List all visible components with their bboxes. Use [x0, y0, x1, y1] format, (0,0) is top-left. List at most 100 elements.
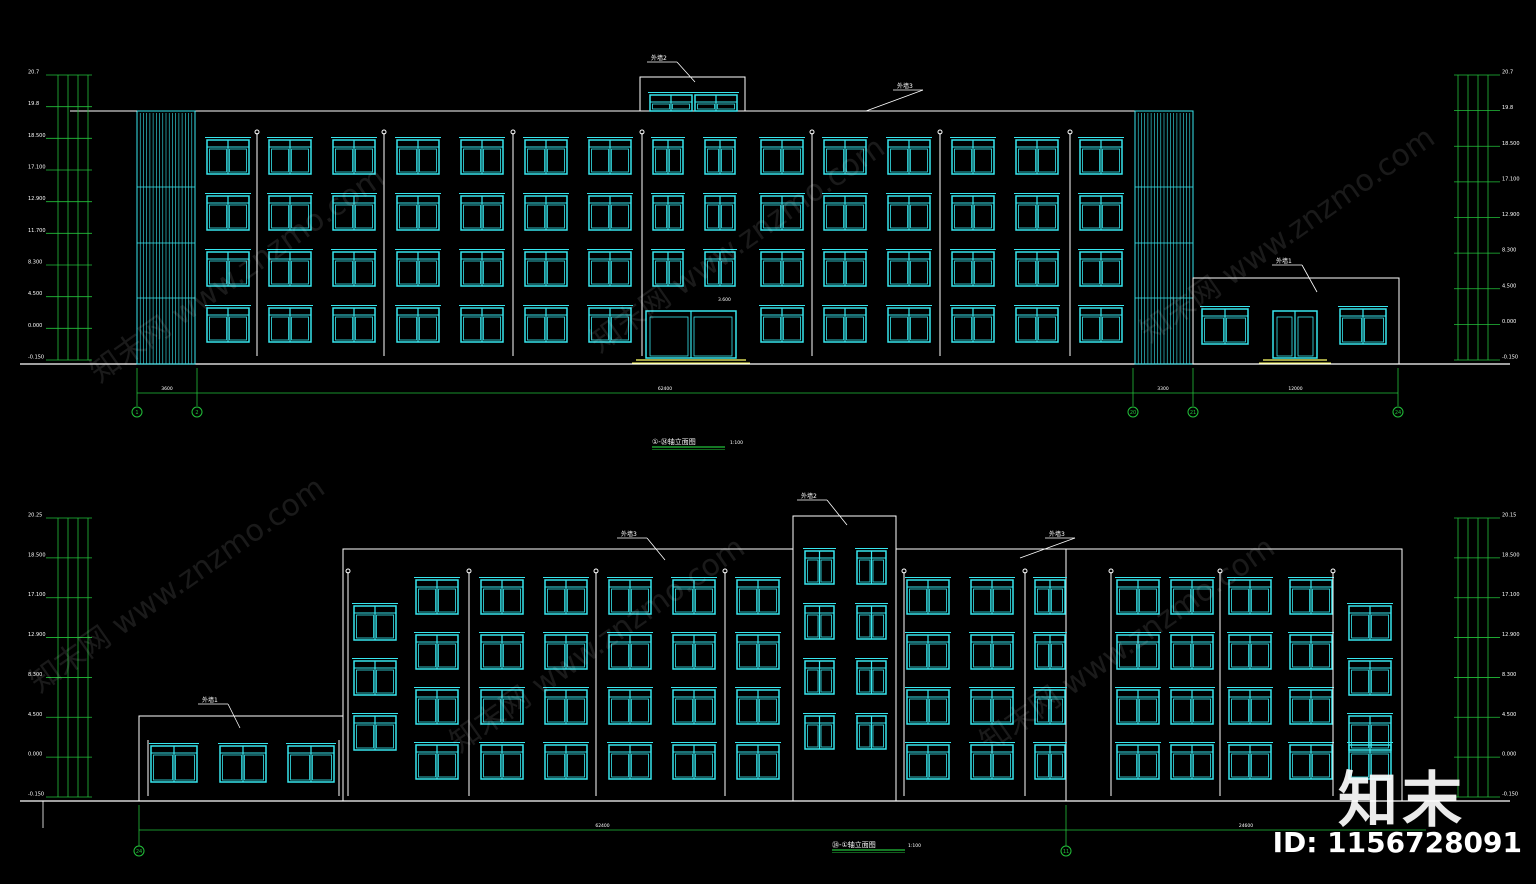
- window-sash-right: [1051, 753, 1063, 778]
- window-sash-right: [567, 698, 585, 723]
- window-sash-left: [399, 204, 417, 229]
- window-sash-left: [335, 204, 353, 229]
- window-sash-left: [1351, 724, 1369, 749]
- facade-window-r2c2: [331, 249, 377, 287]
- window-sash-right: [1139, 643, 1157, 668]
- window-sash-right: [1251, 588, 1269, 613]
- window-sash-right: [631, 643, 649, 668]
- end-window-1: [352, 658, 398, 696]
- window-sash-left: [611, 753, 629, 778]
- window-sash-left: [954, 260, 972, 285]
- window-sash-right: [291, 316, 309, 341]
- window-sash-left: [1292, 753, 1310, 778]
- facade-window-r2c13: [1014, 249, 1060, 287]
- title-scale: 1:100: [730, 440, 743, 446]
- window-sash-right: [1371, 614, 1389, 639]
- facade-window-r3c3: [395, 305, 441, 343]
- facade-window-r1c4: [459, 193, 505, 231]
- elevation-level: 12.900: [1502, 212, 1520, 218]
- elevation-level: 20.25: [28, 513, 42, 519]
- axis-label: 20: [1130, 410, 1136, 416]
- canopy-level: 3.600: [718, 297, 731, 303]
- window-sash-right: [438, 698, 456, 723]
- left-wing-window-r2c2: [543, 687, 589, 725]
- window-sash-left: [356, 724, 374, 749]
- left-wing-window-r1c3: [607, 632, 653, 670]
- facade-window-r3c6: [587, 305, 633, 343]
- note-leader: [1019, 537, 1076, 559]
- window-sash-right: [1193, 698, 1211, 723]
- facade-window-r2c12: [950, 249, 996, 287]
- window-sash-left: [335, 148, 353, 173]
- facade-window-r2c6: [587, 249, 633, 287]
- axis-circle: [131, 406, 143, 418]
- window-sash-left: [1119, 588, 1137, 613]
- window-sash-right: [929, 588, 947, 613]
- window-sash-right: [291, 260, 309, 285]
- facade-window-r3c4: [459, 305, 505, 343]
- downpipe-head: [1330, 568, 1336, 574]
- axis-circle: [1060, 845, 1072, 857]
- downpipe-head: [381, 129, 387, 135]
- window-sash-right: [1038, 260, 1056, 285]
- window-sash-right: [721, 260, 733, 285]
- window-sash-right: [611, 316, 629, 341]
- right-wing-window-r0c1: [969, 577, 1015, 615]
- window-sash-right: [974, 148, 992, 173]
- window-sash-left: [547, 698, 565, 723]
- tower-window-r3-a: [803, 713, 836, 750]
- window-sash-right: [1251, 753, 1269, 778]
- annex-window: [1200, 306, 1250, 345]
- door-leaf-left: [1276, 316, 1293, 357]
- facade-window-r0c8: [703, 137, 737, 175]
- facade-window-r3c14: [1078, 305, 1124, 343]
- window-sash-right: [483, 260, 501, 285]
- window-sash-right: [1051, 588, 1063, 613]
- elevation-level: 20.15: [1502, 513, 1516, 519]
- window-sash-left: [1173, 753, 1191, 778]
- window-sash-left: [271, 148, 289, 173]
- window-sash-right: [312, 754, 332, 781]
- elevation-level: 17.100: [28, 592, 46, 598]
- window-sash-right: [695, 643, 713, 668]
- window-sash-right: [846, 204, 864, 229]
- window-sash-left: [153, 754, 173, 781]
- window-sash-left: [399, 148, 417, 173]
- right-wing-window-r0c5: [1227, 577, 1273, 615]
- window-sash-right: [229, 204, 247, 229]
- window-sash-left: [271, 316, 289, 341]
- axis-bubble-20: 20: [1127, 406, 1139, 418]
- right-wing-window-r3c1: [969, 742, 1015, 780]
- window-sash-left: [890, 260, 908, 285]
- left-wing-window-r0c2: [543, 577, 589, 615]
- window-sash-left: [973, 698, 991, 723]
- elevation-level: -0.150: [28, 792, 44, 798]
- window-sash-right: [547, 316, 565, 341]
- span-dimension: 62400: [595, 823, 609, 829]
- span-dimension: 3300: [1157, 386, 1169, 392]
- window-sash-right: [483, 148, 501, 173]
- window-sash-right: [611, 260, 629, 285]
- door-leaf-right: [1297, 316, 1314, 357]
- elevation-level: -0.150: [28, 355, 44, 361]
- downpipe-head: [466, 568, 472, 574]
- axis-bubble-1: 1: [131, 406, 143, 418]
- downpipe-head: [901, 568, 907, 574]
- window-sash-left: [739, 753, 757, 778]
- window-sash-left: [763, 148, 781, 173]
- facade-window-r0c14: [1078, 137, 1124, 175]
- end-window-0: [352, 603, 398, 641]
- facade-window-r2c9: [759, 249, 805, 287]
- facade-window-r3c12: [950, 305, 996, 343]
- elevation-level: 4.500: [1502, 712, 1516, 718]
- window-sash-left: [399, 260, 417, 285]
- left-wing-window-r1c0: [414, 632, 460, 670]
- window-sash-left: [675, 753, 693, 778]
- note-text: 外墙3: [621, 530, 637, 538]
- elevation-level: 20.7: [1502, 70, 1513, 76]
- window-sash-left: [1018, 316, 1036, 341]
- elevation-level: 17.100: [28, 165, 46, 171]
- axis-label: 1: [135, 410, 138, 416]
- window-sash-left: [547, 753, 565, 778]
